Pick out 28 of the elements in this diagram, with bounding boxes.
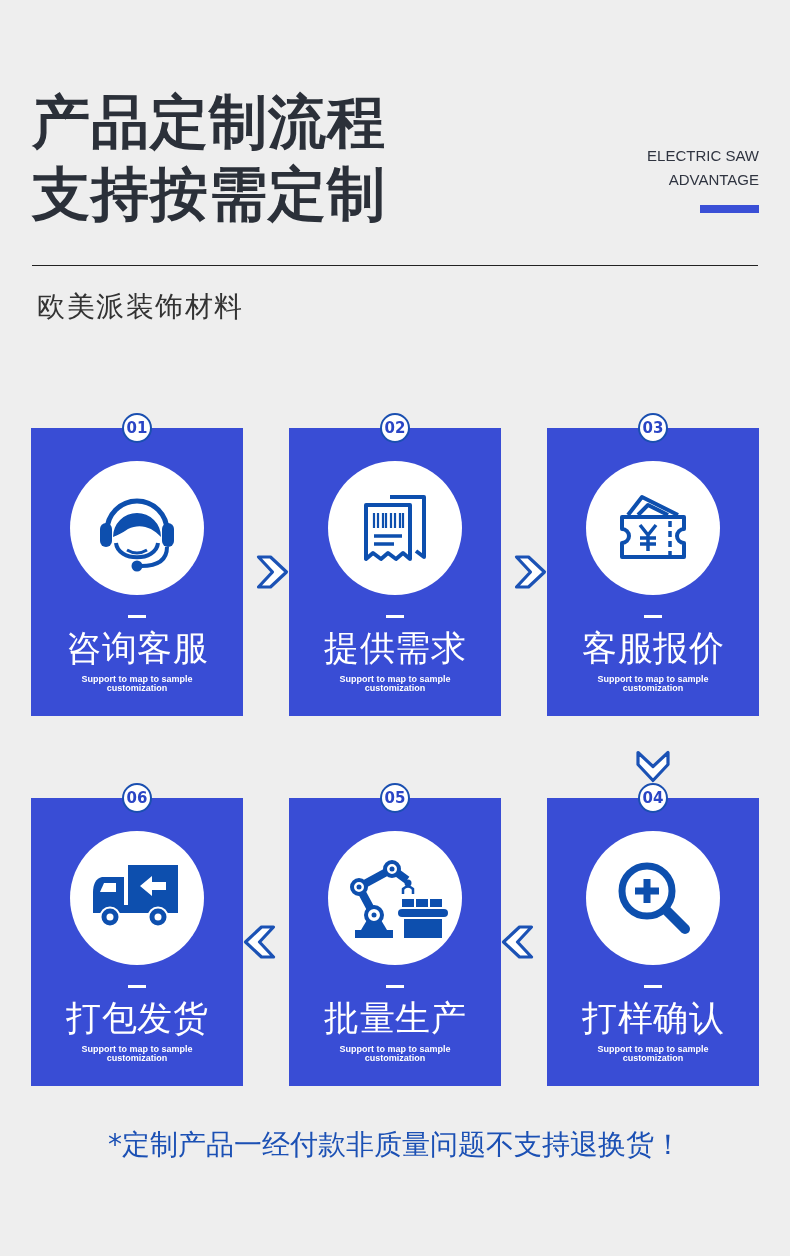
step-description: Support to map to sample customization [596,1045,710,1063]
number-badge: 01 [122,413,152,443]
number-badge: 06 [122,783,152,813]
step-description: Support to map to sample customization [338,675,452,693]
step-title: 提供需求 [324,627,466,669]
number-badge: 04 [638,783,668,813]
step-card [31,413,243,716]
step-card [289,413,501,716]
step-card [547,413,759,716]
step-description: Support to map to sample customization [80,675,194,693]
step-description: Support to map to sample customization [80,1045,194,1063]
step-description: Support to map to sample customization [338,1045,452,1063]
step-title: 批量生产 [324,997,466,1039]
step-title: 打包发货 [66,997,208,1039]
step-card [31,783,243,1086]
step-card [289,783,501,1086]
step-card [547,783,759,1086]
page-title: 产品定制流程支持按需定制 [32,87,387,230]
step-title: 打样确认 [582,997,724,1039]
section-tag: ELECTRIC SAW ADVANTAGE [635,144,759,192]
footnote: *定制产品一经付款非质量问题不支持退换货！ [108,1127,682,1163]
number-badge: 02 [380,413,410,443]
subtitle: 欧美派装饰材料 [37,289,244,325]
step-title: 客服报价 [582,627,724,669]
step-title: 咨询客服 [66,627,208,669]
number-badge: 05 [380,783,410,813]
step-description: Support to map to sample customization [596,675,710,693]
number-badge: 03 [638,413,668,443]
